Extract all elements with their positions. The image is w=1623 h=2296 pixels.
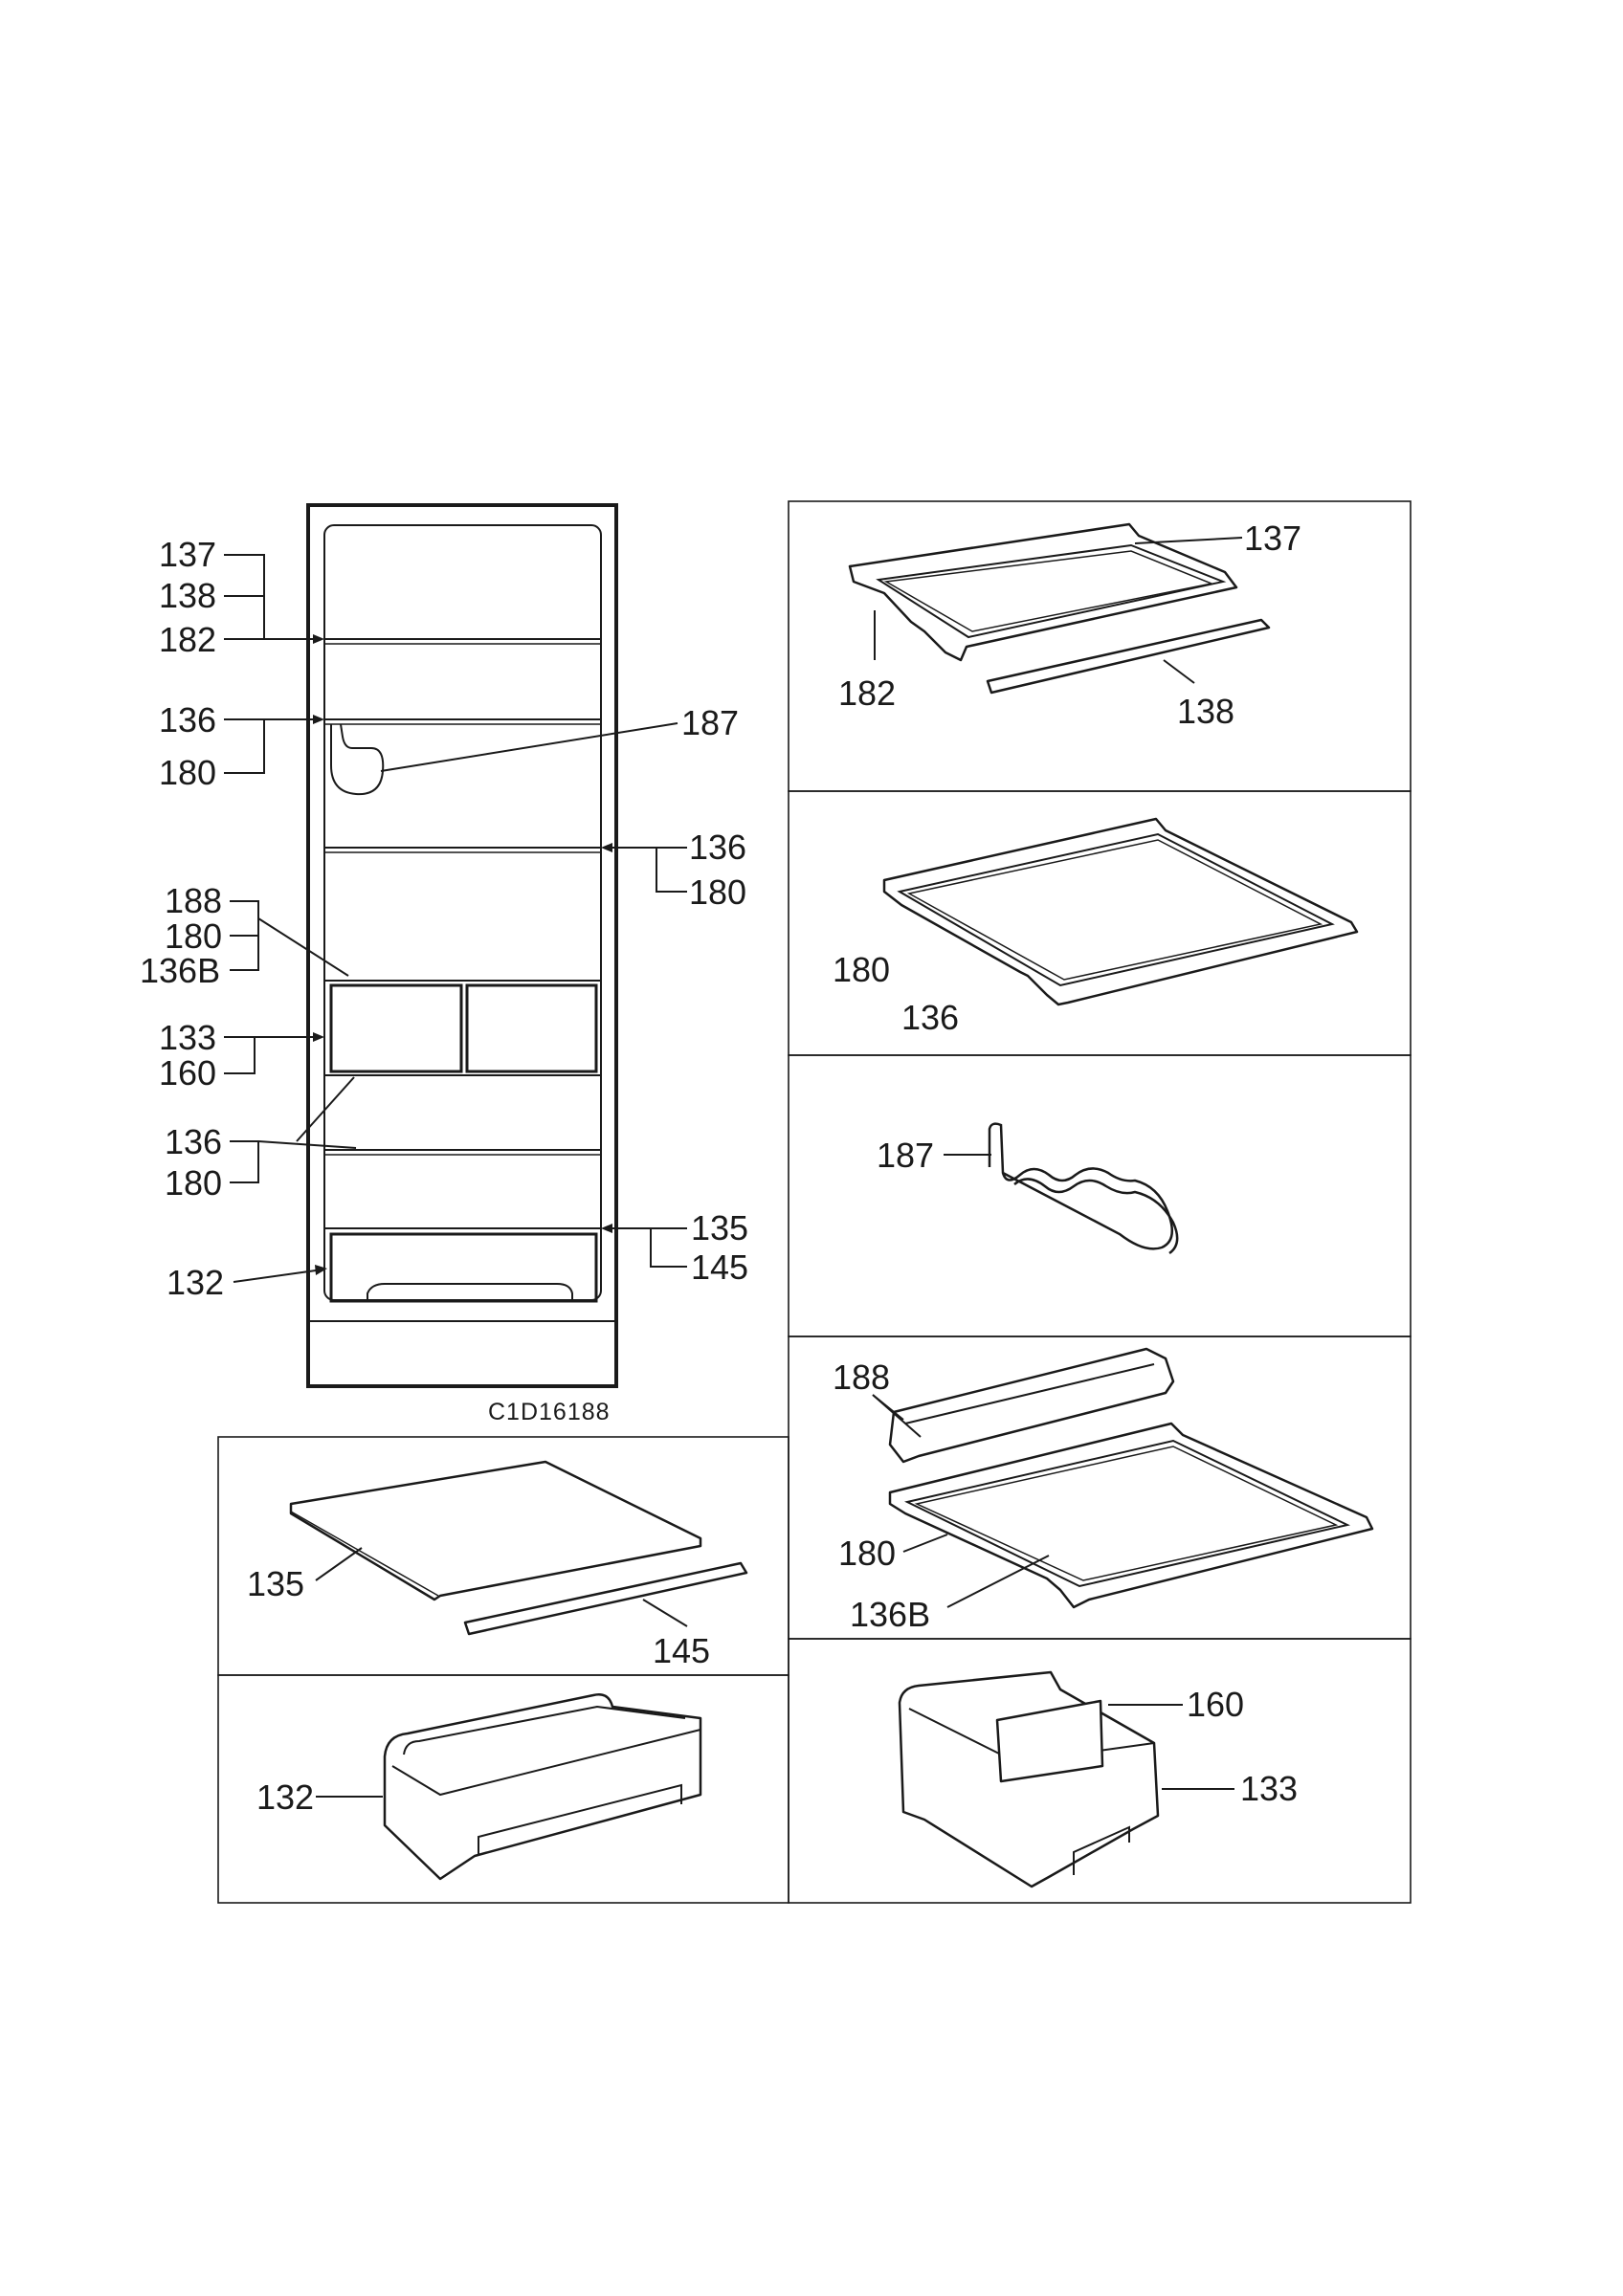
p1-label-182: 182: [838, 673, 896, 713]
p4-label-136B: 136B: [850, 1595, 930, 1634]
arrow-bottom-drawer: [315, 1265, 327, 1275]
top-shelf-glass: [876, 543, 1227, 639]
drawer-right: [465, 983, 598, 1073]
bottle-rack-shape: [330, 723, 385, 796]
panel-frames: [217, 500, 1412, 1904]
leader-p1-137: [1134, 537, 1243, 544]
leader-bottom-drawer: [233, 1269, 317, 1283]
leader-p5-145: [642, 1599, 688, 1627]
p6-label-132: 132: [256, 1777, 314, 1817]
arrow-top-shelf: [313, 634, 324, 644]
arrow-middle-shelf: [601, 843, 612, 852]
cabinet-outline: [306, 503, 618, 1388]
bottom-drawer-inner-rim: [403, 1705, 686, 1755]
leader-p4-136B: [946, 1555, 1050, 1608]
leader-lower-shelf: [230, 1140, 259, 1183]
label-145: 145: [691, 1247, 748, 1287]
label-188: 188: [165, 881, 222, 920]
arrow-bottom-shelf: [601, 1224, 612, 1233]
leader-p1-138: [1163, 659, 1195, 684]
bottom-drawer-notch: [478, 1783, 682, 1854]
crisper-shelf-frame: [888, 1422, 1374, 1609]
bottle-rack-wire-2: [1013, 1178, 1179, 1255]
panel-flat-shelf: 135 145: [247, 1460, 748, 1670]
crisper-drawer-notch: [1073, 1825, 1130, 1875]
glass-shelf-panel: [897, 832, 1335, 987]
label-133: 133: [159, 1018, 216, 1057]
crisper-cover-bar-edge: [904, 1363, 1155, 1424]
figure-code: C1D16188: [488, 1399, 611, 1425]
overview-leader-lines: [224, 554, 687, 1283]
p3-label-187: 187: [877, 1136, 934, 1175]
label-182: 182: [159, 620, 216, 659]
label-132: 132: [167, 1263, 224, 1302]
crisper-shelf-glass-inner: [914, 1446, 1339, 1581]
p1-label-138: 138: [1177, 692, 1234, 731]
crisper-divider: [995, 1699, 1104, 1783]
bottom-drawer-rim: [391, 1729, 701, 1797]
p7-label-160: 160: [1187, 1685, 1244, 1724]
p1-label-137: 137: [1244, 519, 1301, 558]
top-shelf-trim: [986, 618, 1271, 695]
cabinet-inner: [323, 524, 602, 1301]
label-137: 137: [159, 535, 216, 574]
leader-drawers: [224, 1036, 256, 1074]
panel-bottle-rack: 187: [877, 1122, 1179, 1255]
label-160: 160: [159, 1053, 216, 1093]
label-136-lower: 136: [165, 1122, 222, 1161]
leader-lower-shelf-2: [257, 1140, 357, 1149]
glass-shelf-panel-inner: [906, 839, 1323, 981]
fridge-overview: [306, 503, 618, 1388]
label-136B: 136B: [140, 951, 220, 990]
flat-shelf-edge: [290, 1511, 439, 1597]
label-138: 138: [159, 576, 216, 615]
bottom-drawer-body: [383, 1693, 702, 1881]
overview-labels: 137 138 182 136 180 187 136 180 188 180 …: [140, 535, 748, 1425]
arrow-drawers: [313, 1032, 324, 1042]
flat-shelf-trim: [463, 1561, 748, 1636]
label-180-upper: 180: [159, 753, 216, 792]
leader-p4-180: [902, 1534, 948, 1553]
label-187: 187: [681, 703, 739, 742]
panel-frame-3: [788, 1054, 1412, 1337]
leader-bottle-rack: [380, 722, 678, 772]
panel-crisper-drawer: 160 133: [898, 1670, 1298, 1888]
crisper-shelf-glass: [904, 1439, 1351, 1588]
p2-label-136: 136: [901, 998, 959, 1037]
label-180-crisper: 180: [165, 916, 222, 956]
label-135: 135: [691, 1208, 748, 1247]
panel-crisper-cover: 188 180 136B: [833, 1347, 1374, 1634]
panel-bottom-drawer: 132: [256, 1693, 702, 1881]
bottom-drawer-shape: [329, 1232, 598, 1303]
top-shelf-glass-inner: [883, 550, 1214, 632]
drawer-left: [329, 983, 463, 1073]
leader-p5-135: [315, 1547, 363, 1581]
label-180-middle: 180: [689, 872, 746, 912]
bottom-drawer-handle: [367, 1283, 573, 1301]
bottle-rack-wire: [988, 1122, 1174, 1250]
panel-glass-shelf: 180 136: [833, 817, 1359, 1037]
p5-label-135: 135: [247, 1564, 304, 1603]
leader-middle-shelf: [656, 847, 687, 893]
leader-bottom-shelf: [650, 1227, 687, 1268]
leader-crisper-cover-3: [257, 917, 349, 977]
leader-upper-shelf: [224, 718, 265, 774]
top-shelf-frame: [848, 522, 1238, 662]
p2-label-180: 180: [833, 950, 890, 989]
leader-p4-188-b: [872, 1394, 922, 1438]
glass-shelf-frame: [882, 817, 1359, 1006]
label-136-middle: 136: [689, 828, 746, 867]
arrow-upper-shelf: [313, 715, 324, 724]
panel-frame-6: [217, 1674, 789, 1904]
flat-shelf-glass: [289, 1460, 702, 1601]
p4-label-180: 180: [838, 1534, 896, 1573]
label-180-lower: 180: [165, 1163, 222, 1203]
panel-top-shelf: 137 182 138: [838, 519, 1301, 731]
label-136-upper: 136: [159, 700, 216, 740]
p4-label-188: 188: [833, 1358, 890, 1397]
p5-label-145: 145: [653, 1631, 710, 1670]
p7-label-133: 133: [1240, 1769, 1298, 1808]
leader-lower-shelf-3: [296, 1076, 355, 1142]
